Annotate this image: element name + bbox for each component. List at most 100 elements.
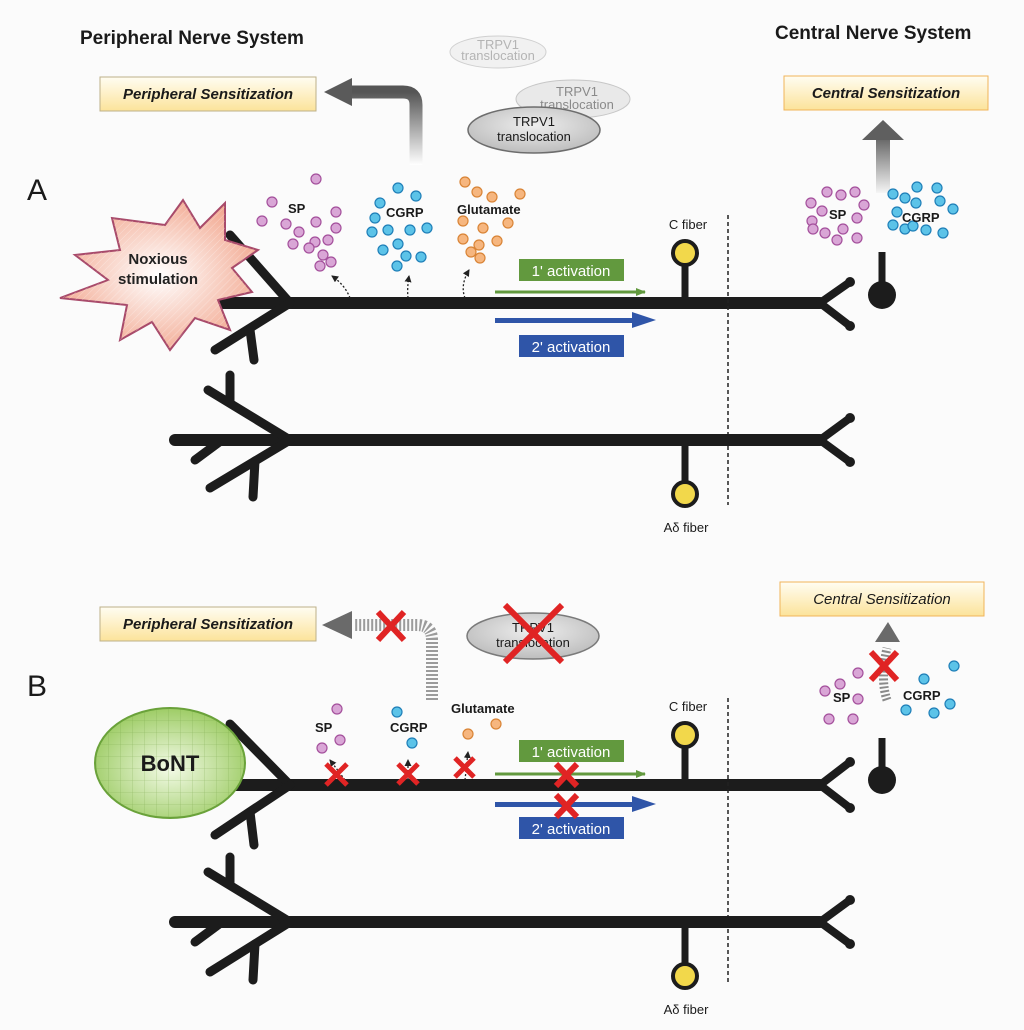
neuron-c-fiber-b	[169, 719, 855, 850]
primary-activation-label-a: 1' activation	[532, 263, 611, 280]
secondary-activation-label-a: 2' activation	[532, 339, 611, 356]
sp-molecule	[858, 199, 870, 211]
cgrp-molecule	[415, 251, 427, 263]
glu-molecule	[474, 252, 486, 264]
sp-molecule	[266, 196, 278, 208]
central-sp-label-b: SP	[833, 690, 851, 705]
central-sensitization-label-b: Central Sensitization	[813, 591, 951, 608]
c-fiber-label-a: C fiber	[669, 217, 708, 232]
a-delta-fiber-label-a: Aδ fiber	[664, 520, 709, 535]
sp-molecule	[331, 703, 343, 715]
sp-molecule	[831, 234, 843, 246]
sp-molecule	[330, 222, 342, 234]
cgrp-molecule	[920, 224, 932, 236]
cgrp-molecule	[911, 181, 923, 193]
sp-label-b: SP	[315, 720, 333, 735]
bont-label: BoNT	[141, 751, 200, 776]
trpv1-faded: TRPV1 translocation	[449, 35, 547, 69]
central-sensitization-label-a: Central Sensitization	[812, 85, 960, 102]
peripheral-sensitization-box-b: Peripheral Sensitization	[99, 606, 317, 642]
sp-molecule	[314, 260, 326, 272]
peripheral-sensitization-label-b: Peripheral Sensitization	[123, 616, 293, 633]
cgrp-molecule	[374, 197, 386, 209]
panel-a-letter: A	[27, 174, 47, 207]
glu-molecule	[502, 217, 514, 229]
sp-molecule	[837, 223, 849, 235]
cgrp-molecule	[910, 197, 922, 209]
sp-molecule	[819, 685, 831, 697]
sp-molecule	[821, 186, 833, 198]
cgrp-molecule	[937, 227, 949, 239]
secondary-activation-label-b: 2' activation	[532, 821, 611, 838]
cgrp-molecule	[887, 219, 899, 231]
neuron-c-fiber-a	[169, 230, 855, 365]
sp-molecule	[287, 238, 299, 250]
peripheral-feedback-arrow-a	[324, 78, 423, 165]
central-up-arrow-a	[862, 120, 904, 193]
sp-molecule	[851, 212, 863, 224]
sp-molecule	[330, 206, 342, 218]
a-delta-fiber-terminal-a	[671, 480, 699, 508]
cgrp-molecule	[382, 224, 394, 236]
sp-molecule	[852, 693, 864, 705]
sp-molecule	[851, 232, 863, 244]
block-cross-icon	[502, 602, 565, 665]
glu-molecule	[473, 239, 485, 251]
cgrp-molecule	[404, 224, 416, 236]
cgrp-molecule	[900, 704, 912, 716]
sp-molecule	[280, 218, 292, 230]
stimulus-line2: stimulation	[118, 271, 198, 288]
central-molecules-a	[805, 181, 959, 246]
glu-molecule	[457, 233, 469, 245]
c-fiber-label-b: C fiber	[669, 699, 708, 714]
sp-molecule	[807, 223, 819, 235]
neuron-a-delta-fiber-b	[169, 852, 855, 985]
secondary-activation-a: 2' activation	[495, 312, 656, 357]
sp-molecule	[303, 242, 315, 254]
cgrp-molecule	[410, 190, 422, 202]
central-up-arrow-blocked-b	[868, 622, 900, 702]
a-delta-fiber-terminal-b	[671, 962, 699, 990]
block-cross-icon	[375, 609, 407, 643]
cgrp-molecule	[392, 238, 404, 250]
sp-molecule	[834, 678, 846, 690]
trpv1-active: TRPV1 translocation	[467, 106, 601, 154]
cgrp-molecule	[931, 182, 943, 194]
panel-b: B Peripheral Sensitization TRPV1 translo…	[27, 581, 985, 1017]
sp-molecule	[317, 249, 329, 261]
glu-molecule	[491, 235, 503, 247]
cgrp-molecule	[391, 260, 403, 272]
glu-molecule	[459, 176, 471, 188]
noxious-stimulation-burst: Noxious stimulation	[59, 198, 261, 352]
sp-molecule	[847, 713, 859, 725]
sp-molecule	[310, 216, 322, 228]
cgrp-molecule	[400, 250, 412, 262]
cgrp-molecule	[891, 206, 903, 218]
peripheral-sensitization-label-a: Peripheral Sensitization	[123, 86, 293, 103]
sp-label-a: SP	[288, 201, 306, 216]
block-cross-icon	[868, 649, 900, 683]
cgrp-molecule	[947, 203, 959, 215]
sp-molecule	[334, 734, 346, 746]
glu-molecule	[462, 728, 474, 740]
central-sensitization-box-b: Central Sensitization	[779, 581, 985, 617]
sp-molecule	[823, 713, 835, 725]
cgrp-molecule	[421, 222, 433, 234]
peripheral-sensitization-box-a: Peripheral Sensitization	[99, 76, 317, 112]
trpv1-active-line1: TRPV1	[513, 114, 555, 129]
cgrp-molecule	[391, 706, 403, 718]
central-molecules-b	[819, 660, 960, 725]
cgrp-molecule	[928, 707, 940, 719]
panel-a: A Peripheral Sensitization TRPV1 translo…	[27, 35, 989, 535]
postsynaptic-neuron-b	[868, 738, 896, 794]
release-block-crosses	[324, 756, 476, 787]
released-molecules-b	[316, 703, 502, 754]
bont-toxin: BoNT	[94, 707, 246, 819]
glutamate-label-b: Glutamate	[451, 701, 515, 716]
postsynaptic-neuron-a	[868, 252, 896, 309]
sp-molecule	[835, 189, 847, 201]
sp-molecule	[316, 742, 328, 754]
glu-molecule	[477, 222, 489, 234]
primary-activation-label-b: 1' activation	[532, 744, 611, 761]
a-delta-fiber-label-b: Aδ fiber	[664, 1002, 709, 1017]
